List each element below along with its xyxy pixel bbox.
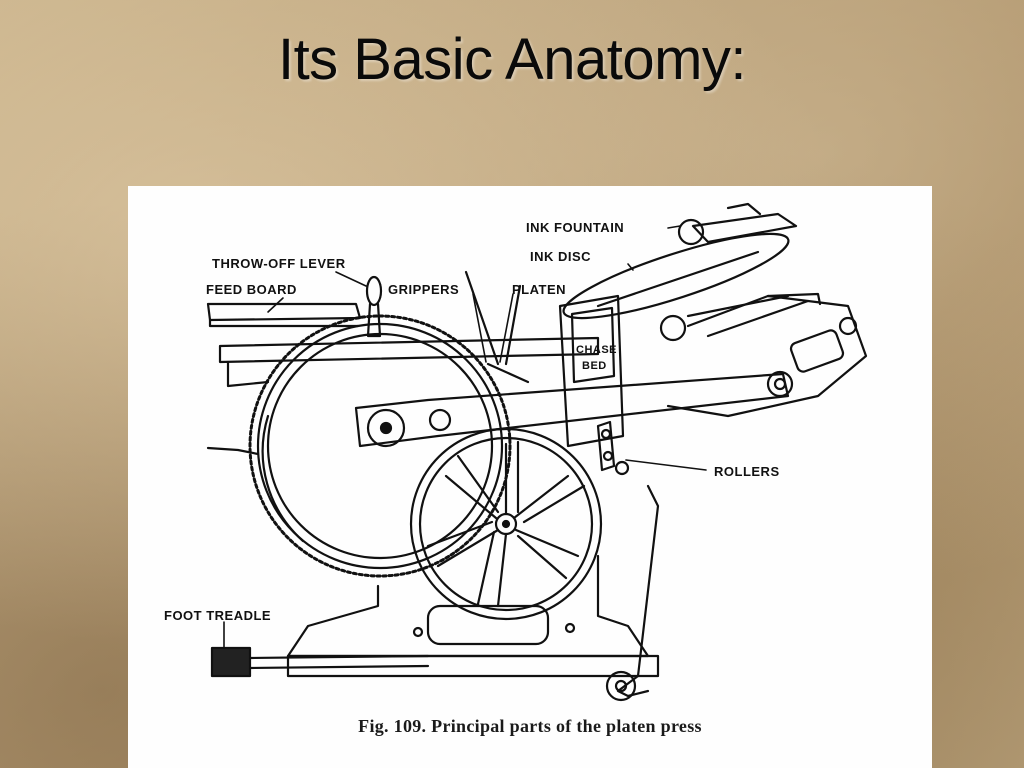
rollers-shape (596, 420, 630, 476)
chase-bed-shape (558, 294, 625, 448)
platen-press-figure: INK FOUNTAIN INK DISC THROW-OFF LEVER FE… (128, 186, 932, 768)
label-chase: CHASE (576, 344, 618, 356)
label-foot-treadle: FOOT TREADLE (164, 608, 272, 623)
label-ink-fountain: INK FOUNTAIN (526, 220, 625, 235)
ink-disc-shape (562, 232, 790, 320)
label-ink-disc: INK DISC (530, 249, 592, 264)
foot-treadle-shape (210, 646, 430, 678)
label-platen: PLATEN (512, 282, 567, 297)
label-grippers: GRIPPERS (388, 282, 460, 297)
gear-wheel-shape (248, 314, 512, 578)
slide-title: Its Basic Anatomy: (277, 27, 747, 92)
ink-fountain-shape (677, 202, 798, 246)
label-feed-board: FEED BOARD (206, 282, 297, 297)
throw-off-lever-shape (365, 275, 383, 338)
figure-caption: Fig. 109. Principal parts of the platen … (358, 716, 702, 736)
platen-press-drawing (206, 202, 868, 702)
flywheel-shape (409, 427, 603, 621)
label-rollers: ROLLERS (714, 464, 780, 479)
label-throw-off-lever: THROW-OFF LEVER (212, 256, 346, 271)
label-bed: BED (582, 360, 607, 372)
